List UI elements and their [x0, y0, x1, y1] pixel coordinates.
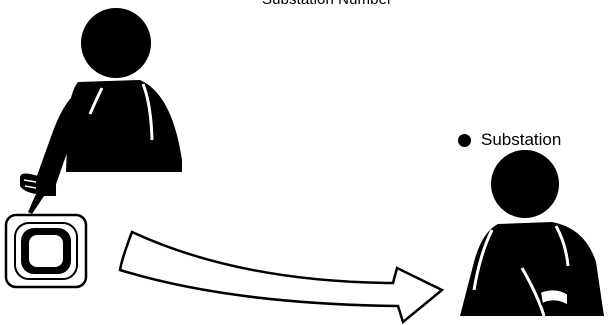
push-button-icon	[6, 215, 86, 287]
person-pressing-button-icon	[20, 8, 182, 214]
curved-arrow-icon	[120, 232, 442, 322]
legend: Substation	[458, 130, 561, 150]
person-at-substation-icon	[460, 150, 604, 316]
legend-label: Substation	[481, 130, 561, 150]
bullet-icon	[458, 134, 471, 147]
